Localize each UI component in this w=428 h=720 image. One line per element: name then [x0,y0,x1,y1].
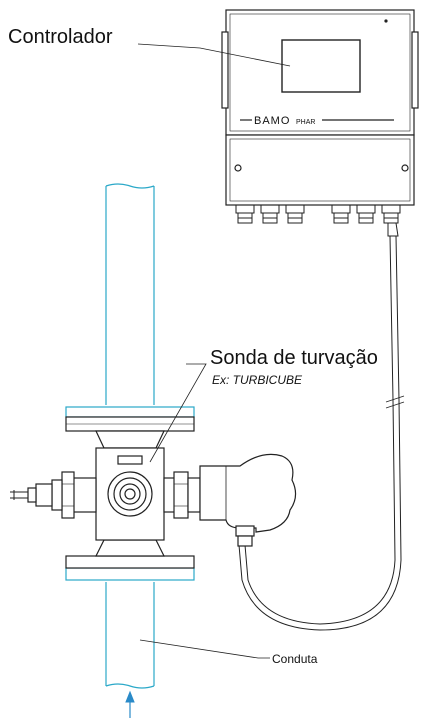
turbidity-probe [10,416,297,569]
hinge-right [411,31,419,109]
controller-brand-suffix: PHAR [296,119,315,126]
controller-lower-housing [225,134,415,206]
sensor-head [199,453,297,533]
controller-label: Controlador [8,26,113,48]
probe-example-label: Ex: TURBICUBE [212,373,303,387]
pipe-flange-top [65,406,195,418]
callout-lines [137,43,291,659]
hinge-left [221,31,229,109]
pipe-flange-bottom [65,567,195,581]
probe-label: Sonda de turvação [210,347,378,369]
screw-left-icon [234,164,242,172]
controller-brand: BAMO [254,115,290,127]
arrow-up-icon [125,690,135,718]
pipe-label: Conduta [272,652,318,666]
screw-right-icon [401,164,409,172]
controller-unit [221,9,419,224]
controller-display [281,39,361,93]
sensor-cable [238,222,405,631]
cable-glands [235,204,401,224]
pipe [65,183,195,689]
